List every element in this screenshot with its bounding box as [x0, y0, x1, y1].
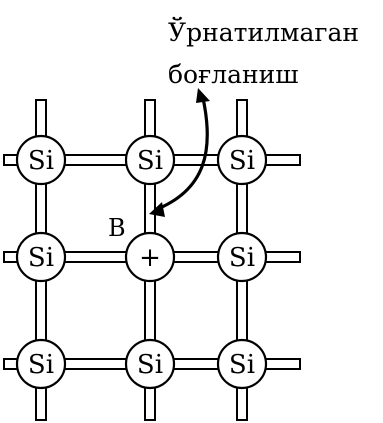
atom-label: Si: [229, 350, 255, 380]
arrow-curve: [154, 97, 209, 212]
atom-circle: [216, 231, 268, 283]
atom-label: Si: [28, 146, 54, 176]
atom-circle: [124, 231, 176, 283]
arrow-head-bottom: [149, 202, 165, 217]
impurity-label: B: [108, 214, 126, 242]
boron-impurity-atom: +: [124, 231, 176, 283]
atom-label: Si: [28, 350, 54, 380]
atom-r1-c1: Si: [15, 134, 67, 186]
atom-label: Si: [28, 243, 54, 273]
atom-label: Si: [229, 146, 255, 176]
atom-circle: [124, 134, 176, 186]
atom-r3-c1: Si: [15, 338, 67, 390]
caption-line-1: Ўрнатилмаган: [168, 17, 359, 47]
atom-label: Si: [137, 146, 163, 176]
atom-r2-c3: Si: [216, 231, 268, 283]
arrow-head-top: [196, 88, 210, 103]
caption-line-2: боғланиш: [168, 60, 299, 89]
atom-r1-c3: Si: [216, 134, 268, 186]
atom-label: Si: [229, 243, 255, 273]
atom-r3-c2: Si: [124, 338, 176, 390]
atom-r3-c3: Si: [216, 338, 268, 390]
lattice-atoms: Si Si Si Si + Si Si Si: [15, 134, 268, 390]
pointer-arrow: [149, 88, 210, 217]
atom-circle: [216, 134, 268, 186]
atom-r2-c1: Si: [15, 231, 67, 283]
atom-circle: [15, 134, 67, 186]
atom-r1-c2: Si: [124, 134, 176, 186]
atom-circle: [124, 338, 176, 390]
atom-circle: [216, 338, 268, 390]
atom-circle: [15, 338, 67, 390]
atom-circle: [15, 231, 67, 283]
positive-charge-sign: +: [139, 243, 161, 273]
atom-label: Si: [137, 350, 163, 380]
